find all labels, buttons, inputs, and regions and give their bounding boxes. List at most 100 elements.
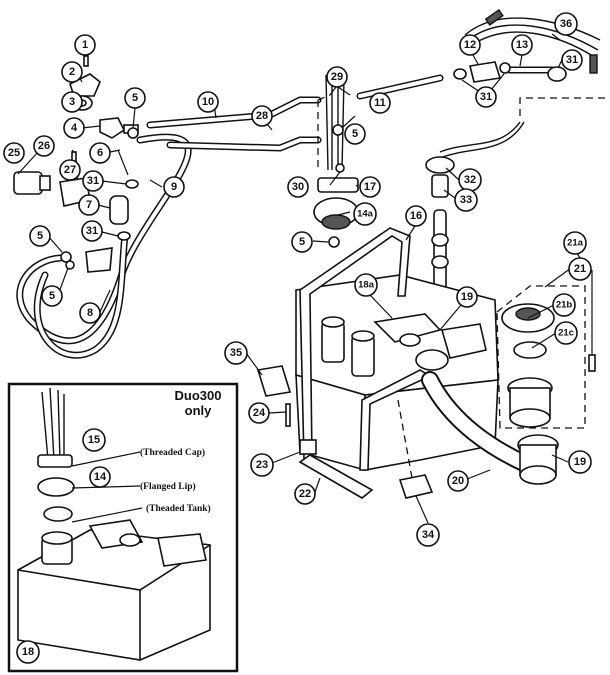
main-tank xyxy=(256,227,559,499)
svg-text:28: 28 xyxy=(256,110,268,122)
svg-text:33: 33 xyxy=(460,194,472,206)
svg-text:13: 13 xyxy=(516,39,528,51)
svg-text:8: 8 xyxy=(87,307,93,319)
callout-flanged-lip: (Flanged Lip) xyxy=(140,481,196,492)
svg-text:31: 31 xyxy=(566,54,578,66)
label-26: 26 xyxy=(33,135,55,157)
filler-assembly xyxy=(496,270,596,429)
label-22: 22 xyxy=(294,483,316,505)
label-21b: 21b xyxy=(552,293,576,317)
svg-text:5: 5 xyxy=(49,290,55,302)
svg-text:3: 3 xyxy=(69,96,75,108)
label-13: 13 xyxy=(511,34,533,56)
svg-text:6: 6 xyxy=(97,147,103,159)
label-20: 20 xyxy=(447,470,469,492)
svg-text:14: 14 xyxy=(94,471,107,483)
svg-text:22: 22 xyxy=(299,488,311,500)
svg-text:27: 27 xyxy=(64,164,76,176)
label-21a: 21a xyxy=(563,231,587,255)
svg-text:25: 25 xyxy=(8,147,20,159)
label-1: 1 xyxy=(74,34,96,56)
label-5-e: 5 xyxy=(291,231,313,253)
label-2: 2 xyxy=(61,61,83,83)
inset-title-line2: only xyxy=(185,403,212,418)
label-15: 15 xyxy=(82,428,106,452)
label-14: 14 xyxy=(89,466,111,488)
svg-text:36: 36 xyxy=(560,18,572,30)
label-5-b: 5 xyxy=(29,225,51,247)
svg-text:10: 10 xyxy=(202,96,214,108)
svg-text:21a: 21a xyxy=(567,238,584,249)
label-10: 10 xyxy=(197,91,219,113)
svg-text:17: 17 xyxy=(364,181,376,193)
label-25: 25 xyxy=(3,142,25,164)
svg-text:20: 20 xyxy=(452,475,464,487)
label-31-c: 31 xyxy=(561,49,583,71)
label-5: 5 xyxy=(124,87,146,109)
svg-text:2: 2 xyxy=(69,66,75,78)
svg-text:35: 35 xyxy=(230,347,242,359)
label-4: 4 xyxy=(63,117,85,139)
label-8: 8 xyxy=(79,302,101,324)
label-31-a: 31 xyxy=(82,170,104,192)
label-17: 17 xyxy=(359,176,381,198)
label-34: 34 xyxy=(416,523,440,547)
svg-text:29: 29 xyxy=(331,71,343,83)
label-28: 28 xyxy=(251,105,273,127)
label-3: 3 xyxy=(61,91,83,113)
label-18a: 18a xyxy=(354,273,378,297)
svg-text:4: 4 xyxy=(71,122,78,134)
duo300-inset: Duo300 only (Threaded Cap) (Flanged Lip)… xyxy=(7,382,239,673)
svg-text:19: 19 xyxy=(461,291,473,303)
svg-text:26: 26 xyxy=(38,140,50,152)
fuel-lines xyxy=(16,8,605,359)
svg-text:7: 7 xyxy=(86,199,92,211)
label-21c: 21c xyxy=(554,321,578,345)
label-12: 12 xyxy=(459,34,481,56)
label-31-b: 31 xyxy=(81,220,103,242)
label-6: 6 xyxy=(89,142,111,164)
label-29: 29 xyxy=(326,66,348,88)
label-36: 36 xyxy=(554,12,578,36)
label-19-a: 19 xyxy=(456,286,478,308)
inset-title-line1: Duo300 xyxy=(175,388,222,403)
svg-text:5: 5 xyxy=(352,128,358,140)
label-16: 16 xyxy=(405,205,427,227)
sender-assembly xyxy=(313,72,359,248)
svg-text:5: 5 xyxy=(37,230,43,242)
label-18: 18 xyxy=(16,640,40,664)
svg-text:21b: 21b xyxy=(556,300,573,311)
svg-text:15: 15 xyxy=(88,434,100,446)
label-23: 23 xyxy=(250,453,274,477)
label-33: 33 xyxy=(454,188,478,212)
svg-text:5: 5 xyxy=(299,236,305,248)
part-labels: 1 2 3 4 5 6 25 26 27 31 7 9 31 5 5 8 10 … xyxy=(3,12,592,664)
label-9: 9 xyxy=(163,176,185,198)
callout-threaded-cap: (Threaded Cap) xyxy=(140,447,205,458)
label-14a: 14a xyxy=(353,202,377,226)
svg-text:24: 24 xyxy=(253,407,266,419)
svg-text:32: 32 xyxy=(464,174,476,186)
svg-text:18a: 18a xyxy=(358,280,375,291)
label-11: 11 xyxy=(369,92,391,114)
label-19-b: 19 xyxy=(568,450,592,474)
svg-text:34: 34 xyxy=(422,529,435,541)
label-5-d: 5 xyxy=(344,123,366,145)
svg-text:16: 16 xyxy=(410,210,422,222)
svg-text:19: 19 xyxy=(574,456,586,468)
label-5-c: 5 xyxy=(41,285,63,307)
svg-text:5: 5 xyxy=(132,92,138,104)
label-7: 7 xyxy=(78,194,100,216)
svg-text:14a: 14a xyxy=(357,209,374,220)
label-35: 35 xyxy=(224,341,248,365)
label-31-d: 31 xyxy=(475,86,497,108)
svg-text:11: 11 xyxy=(374,97,386,109)
svg-text:23: 23 xyxy=(256,459,268,471)
svg-text:31: 31 xyxy=(86,225,98,237)
label-27: 27 xyxy=(59,159,81,181)
svg-text:30: 30 xyxy=(292,181,304,193)
svg-text:18: 18 xyxy=(22,646,34,658)
svg-text:31: 31 xyxy=(480,91,492,103)
label-21: 21 xyxy=(568,257,592,281)
